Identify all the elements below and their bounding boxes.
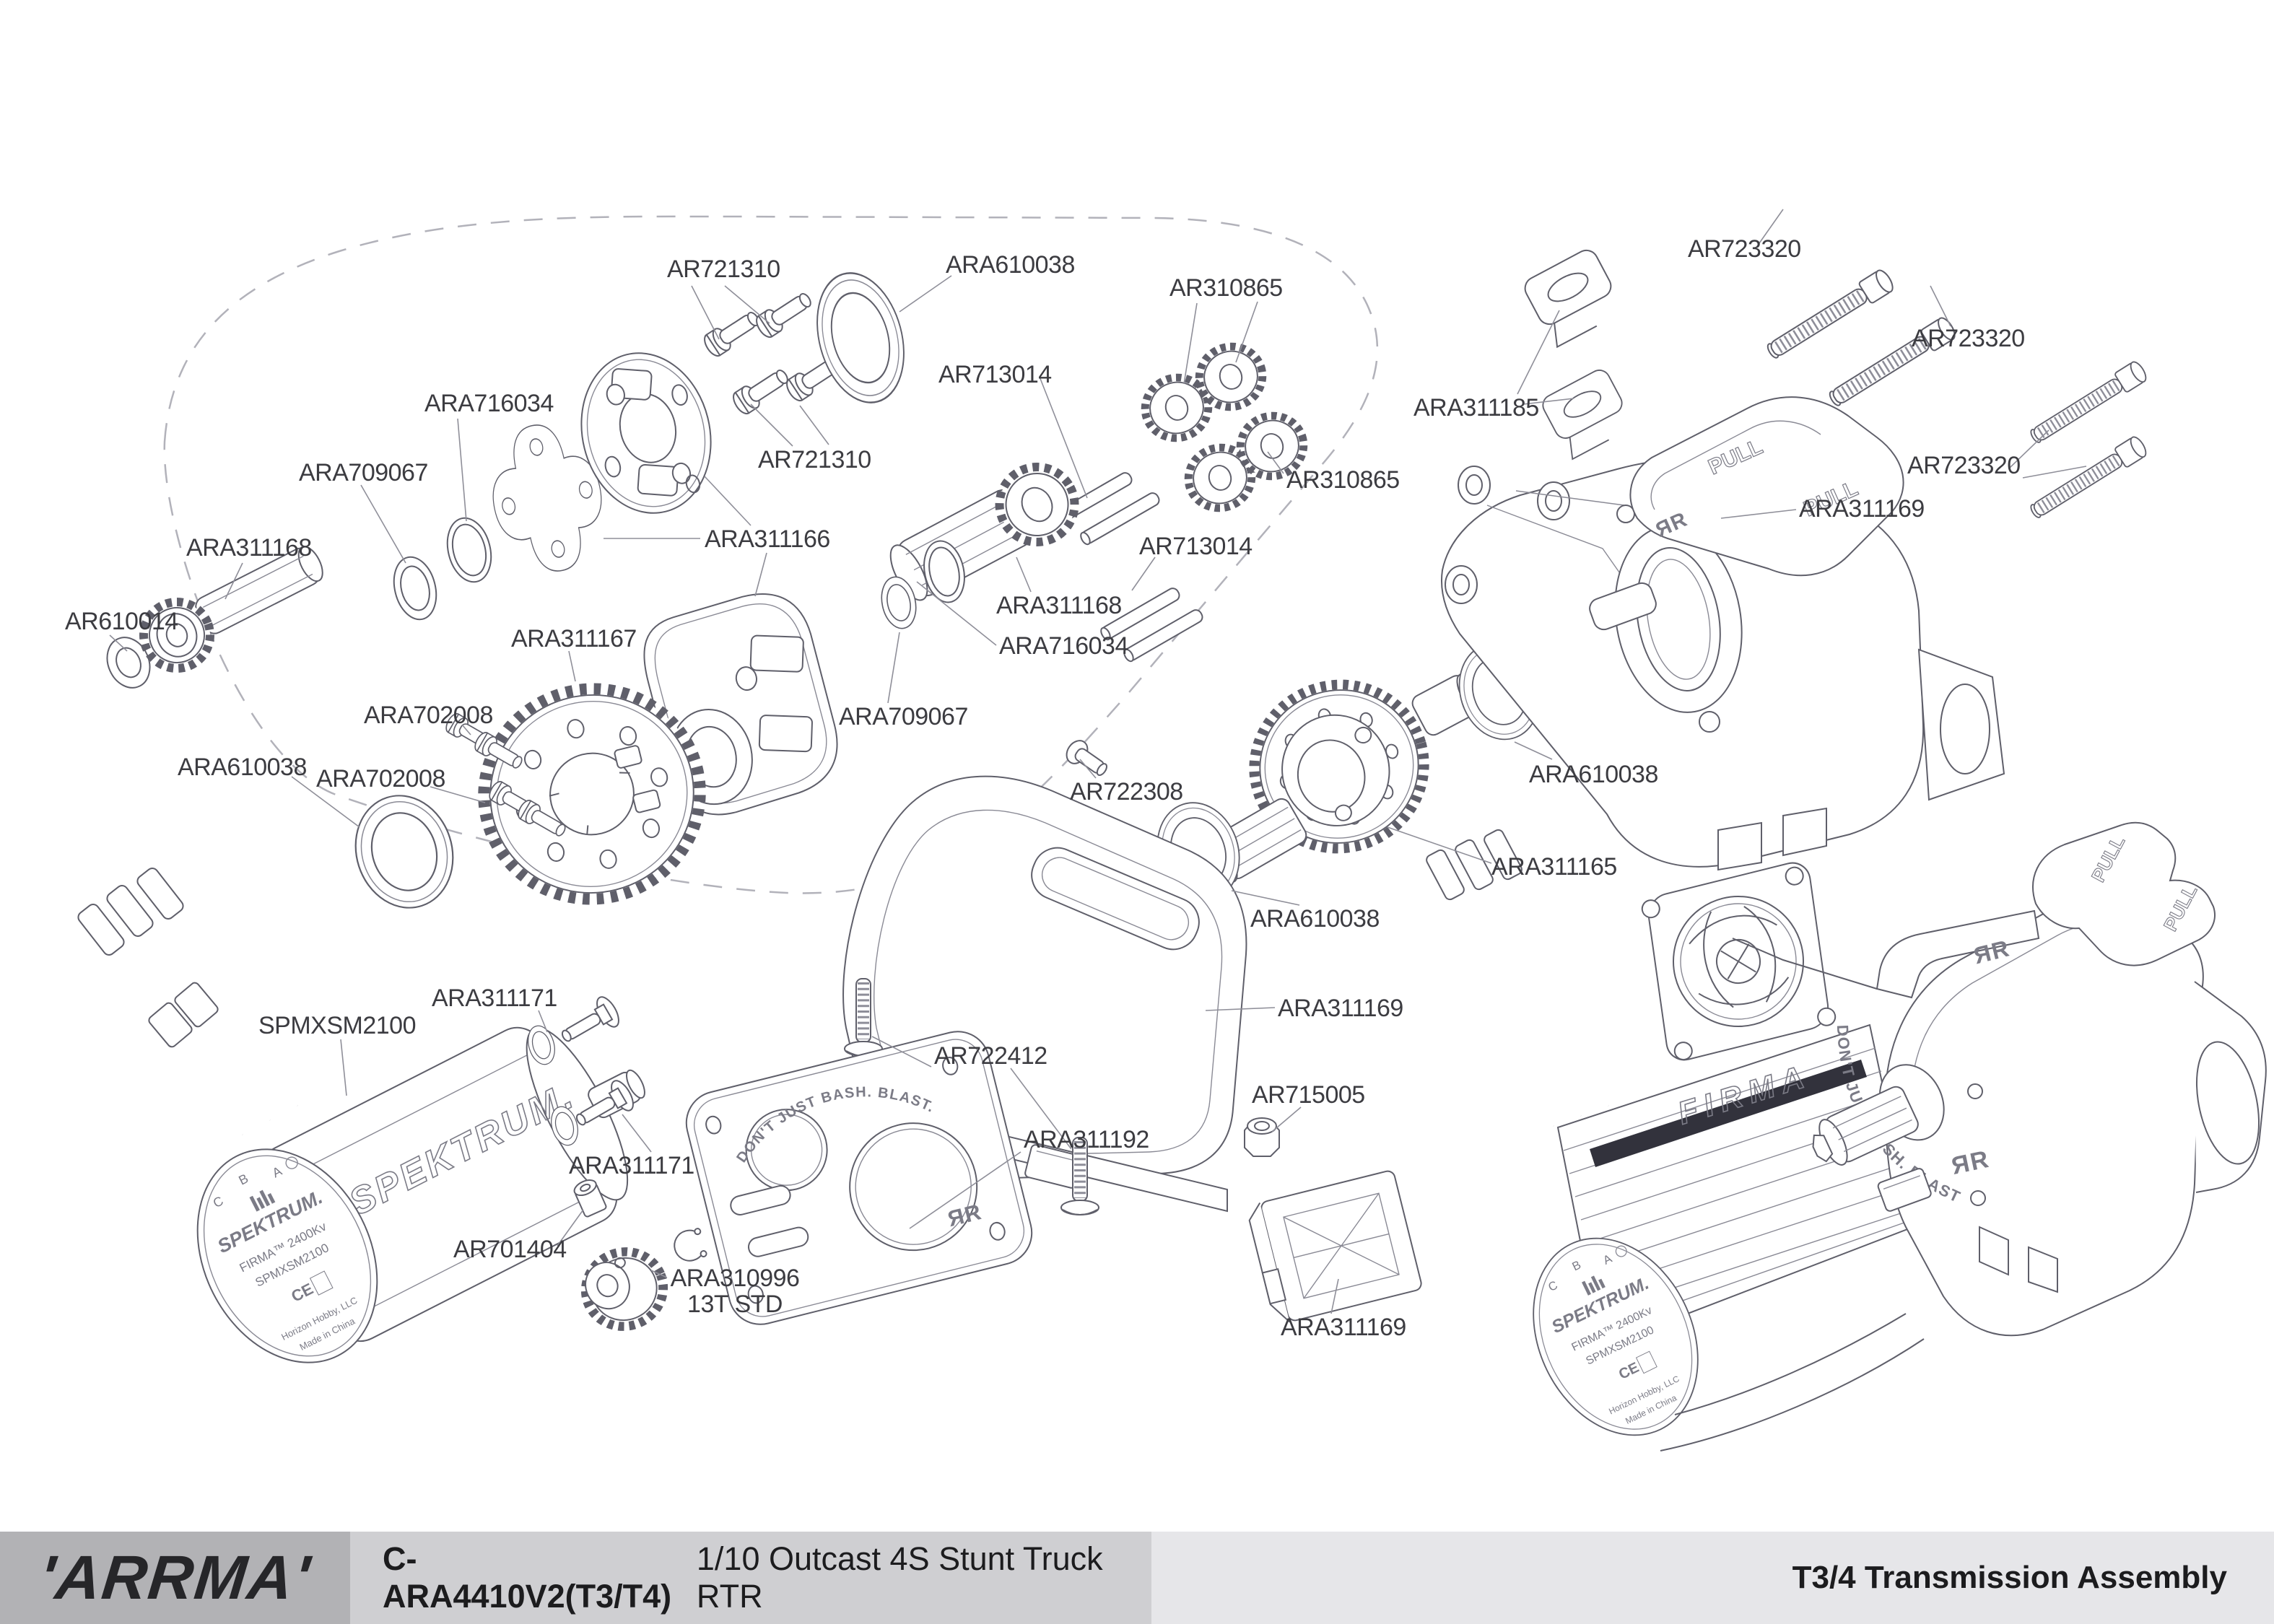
motor-spmxsm2100: SPEKTRUM. [77,868,645,1394]
leader-line [1039,376,1088,499]
sheet-title-cell: T3/4 Transmission Assembly [1151,1532,2274,1624]
leader-line [1267,451,1284,474]
leader-line [1514,741,1553,760]
bearing-ar610014 [106,637,151,689]
case-handle-ara311169: PULL PULL [1629,396,1904,577]
leader-line [1271,1106,1302,1132]
esc-wires [1426,829,1615,1129]
screw-ar723320 [1826,315,1958,411]
leader-line [1330,1278,1339,1314]
outdrive-ara311168 [889,462,1079,601]
leader-line [1720,509,1797,519]
leader-line [871,1036,932,1068]
leader-line [754,552,767,597]
leader-line [557,1209,584,1247]
leader-line [622,1114,652,1153]
leader-line [340,1039,347,1096]
screw-ar723320 [2027,435,2149,523]
spur-gear-ara311167 [478,683,706,905]
screw-ar721310 [729,363,793,418]
leader-line [1235,301,1258,363]
leader-line [724,285,770,324]
mount-bracket-ara311169-bottom [1248,1170,1422,1323]
e-clip [674,1228,707,1262]
screw-ara311171 [561,996,619,1042]
leader-line [2022,466,2087,479]
leader-line [1131,556,1156,591]
leader-line [225,562,243,600]
leader-line [457,418,467,522]
leader-line [1755,209,1784,249]
leader-line [650,1270,668,1278]
leader-line [1079,759,1097,779]
washer-ara709067-left [387,551,443,625]
leader-line [691,285,720,340]
product-code: C-ARA4410V2(T3/T4) [383,1540,672,1615]
leader-line [461,724,471,735]
leader-line [568,650,576,682]
seal-ara610038-top [803,262,918,414]
nut-ar715005 [1244,1117,1280,1157]
motor-wires [77,868,304,1138]
product-title-cell: C-ARA4410V2(T3/T4) 1/10 Outcast 4S Stunt… [350,1532,1151,1624]
leader-lines [109,209,2087,1314]
spacer-ar701404 [573,1179,607,1218]
pinion-ara310996 [580,1247,668,1331]
leader-line [1522,398,1574,405]
leader-line [1205,1007,1276,1011]
leader-line [916,581,997,646]
product-name: 1/10 Outcast 4S Stunt Truck RTR [696,1540,1103,1615]
leader-line [799,405,829,445]
assembled-handle: PULL PULL [1732,821,2216,999]
leader-line [2009,429,2049,468]
brand-logo: ARRMA [0,1532,350,1624]
leader-line [750,403,793,447]
sheet-title: T3/4 Transmission Assembly [1792,1560,2227,1595]
screw-ar721310 [700,305,764,360]
latch-ara311185 [1538,365,1637,461]
leader-line [1010,1068,1072,1150]
latch-ara311185 [1520,245,1626,349]
diagram-canvas: C B A SPEKTRUM. FIRMA™ 2400Kv SPMXSM2100… [0,0,2267,1464]
leader-line [430,786,486,803]
diff-gasket [492,424,602,572]
diagram-stage: C B A SPEKTRUM. FIRMA™ 2400Kv SPMXSM2100… [0,0,2267,1464]
leader-line [887,632,900,704]
diff-pressure-plate-ara311166 [580,352,712,514]
leader-line [538,1010,548,1033]
leader-line [109,634,128,652]
leader-line [291,776,360,828]
output-shaft [1812,1064,1945,1166]
leader-line [1183,302,1198,385]
cooling-fan [1641,862,1837,1061]
pinion-gear-ara311168-left [139,546,323,673]
leader-line [360,484,406,564]
leader-line [909,1151,1021,1229]
leader-line [1387,826,1492,864]
screw-ar721310 [752,287,816,341]
leader-line [1517,310,1560,395]
leader-line [899,275,952,313]
shim-ara716034-left [446,517,492,583]
leader-line [1930,285,1951,327]
screw-ara311171 [575,1080,634,1126]
leader-line [704,476,752,526]
screw-ar723320 [1764,268,1896,363]
diff-assembly-ara311165 [1198,673,1483,884]
motor-plate-ara311192: DON'T JUST BASH. BLAST. [685,1031,1033,1325]
leader-line [1231,890,1300,906]
leader-line [1016,556,1032,593]
title-block: ARRMA C-ARA4410V2(T3/T4) 1/10 Outcast 4S… [0,1532,2274,1624]
brand-logo-text: ARRMA [36,1542,314,1614]
screw-ar722308 [1066,740,1107,777]
shim-ara716034-right [923,540,965,603]
